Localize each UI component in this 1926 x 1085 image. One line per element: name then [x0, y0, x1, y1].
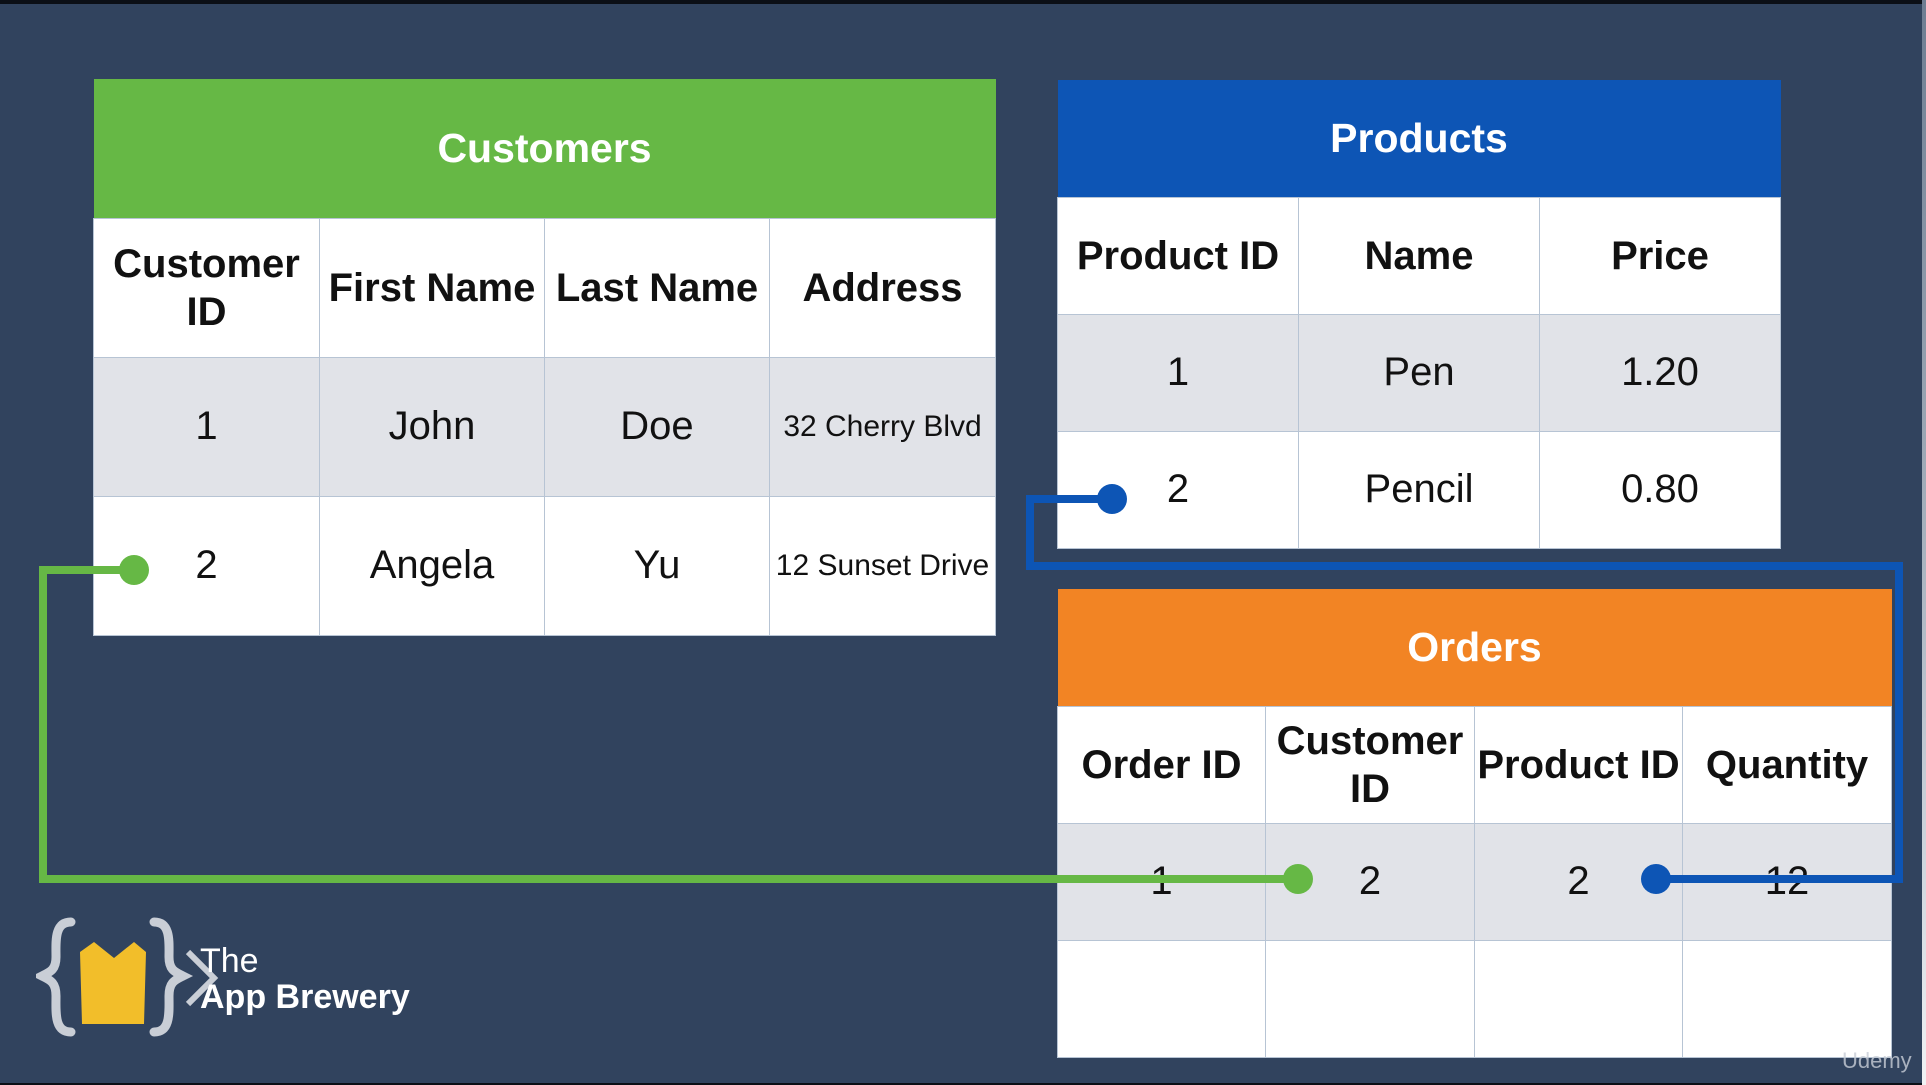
column-header-customer-id: Customer ID	[1265, 705, 1475, 824]
column-header-quantity: Quantity	[1681, 705, 1893, 824]
column-header-last-name: Last Name	[544, 217, 770, 358]
cell-first-name: Angela	[319, 495, 545, 636]
cell-product-id: 2	[1474, 822, 1683, 941]
cell-customer-id: 2	[93, 495, 320, 636]
column-header-product-id: Product ID	[1474, 705, 1683, 824]
table-row: 2 Pencil 0.80	[1057, 430, 1781, 549]
orders-table-title: Orders	[1057, 589, 1892, 706]
empty-cell	[1057, 939, 1266, 1058]
product-link-line	[1026, 495, 1903, 883]
column-header-price: Price	[1539, 196, 1781, 315]
column-header-order-id: Order ID	[1057, 705, 1266, 824]
window-edge	[1922, 0, 1926, 1085]
cell-customer-id: 1	[93, 356, 320, 497]
cell-name: Pencil	[1298, 430, 1540, 549]
column-header-address: Address	[768, 217, 997, 358]
column-header-name: Name	[1298, 196, 1540, 315]
table-row: 1 Pen 1.20	[1057, 313, 1781, 432]
cell-product-id: 1	[1057, 313, 1299, 432]
cell-address: 12 Sunset Drive	[768, 495, 997, 636]
app-brewery-logo-icon	[36, 917, 219, 1037]
udemy-watermark: Udemy	[1842, 1048, 1912, 1073]
products-table-title: Products	[1057, 80, 1781, 197]
table-row: 1 John Doe 32 Cherry Blvd	[93, 356, 997, 497]
products-table: Products Product ID Name Price 1 Pen 1.2…	[1057, 80, 1781, 549]
product-link-end-dot	[1641, 864, 1671, 894]
cell-price: 1.20	[1539, 313, 1781, 432]
cell-first-name: John	[319, 356, 545, 497]
customer-link-end-dot	[1283, 864, 1313, 894]
cell-last-name: Yu	[544, 495, 770, 636]
cell-name: Pen	[1298, 313, 1540, 432]
logo-text-the: The	[200, 942, 259, 980]
table-row: 2 Angela Yu 12 Sunset Drive	[93, 495, 997, 636]
empty-cell	[1681, 939, 1893, 1058]
empty-cell	[1474, 939, 1683, 1058]
cell-product-id: 2	[1057, 430, 1299, 549]
cell-address: 32 Cherry Blvd	[768, 356, 997, 497]
table-row	[1057, 939, 1893, 1058]
customers-table: Customers Customer ID First Name Last Na…	[93, 79, 997, 636]
column-header-customer-id: Customer ID	[93, 217, 320, 358]
empty-cell	[1265, 939, 1475, 1058]
customers-table-title: Customers	[93, 79, 996, 218]
column-header-first-name: First Name	[319, 217, 545, 358]
logo-text-app-brewery: App Brewery	[200, 978, 410, 1016]
customer-link-start-dot	[119, 555, 149, 585]
customer-link-line	[39, 566, 1298, 883]
product-link-start-dot	[1097, 484, 1127, 514]
cell-price: 0.80	[1539, 430, 1781, 549]
cell-last-name: Doe	[544, 356, 770, 497]
